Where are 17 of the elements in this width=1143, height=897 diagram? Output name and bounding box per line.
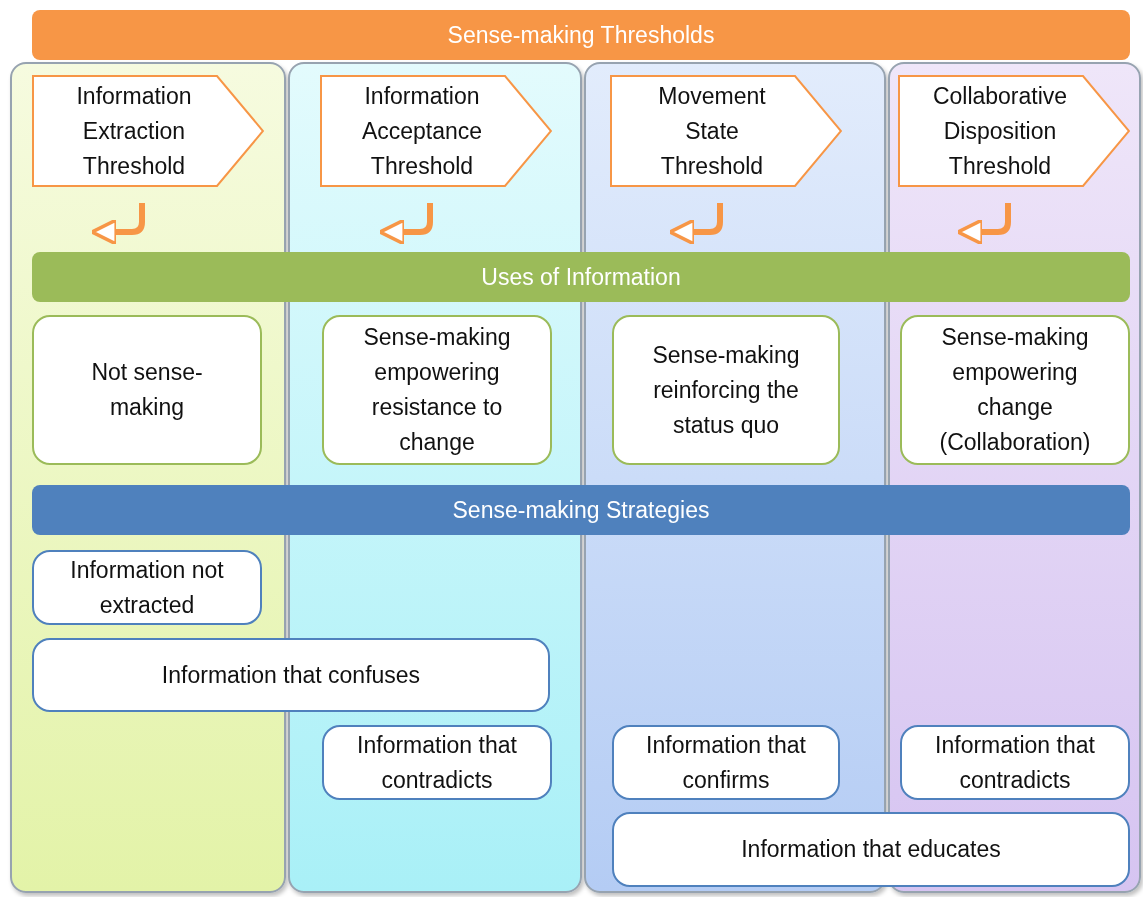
rounded-box: Information that educates	[612, 812, 1130, 887]
rounded-box: Information that contradicts	[322, 725, 552, 800]
header-band: Sense-making Thresholds	[32, 10, 1130, 60]
threshold-chevron: Movement State Threshold	[610, 75, 842, 187]
threshold-chevron: Collaborative Disposition Threshold	[898, 75, 1130, 187]
rounded-box: Information that confirms	[612, 725, 840, 800]
rounded-box: Not sense-making	[32, 315, 262, 465]
header-band: Uses of Information	[32, 252, 1130, 302]
threshold-chevron: Information Acceptance Threshold	[320, 75, 552, 187]
header-band: Sense-making Strategies	[32, 485, 1130, 535]
threshold-chevron: Information Extraction Threshold	[32, 75, 264, 187]
rounded-box: Information not extracted	[32, 550, 262, 625]
rounded-box: Sense-making reinforcing the status quo	[612, 315, 840, 465]
rounded-box: Sense-making empowering resistance to change	[322, 315, 552, 465]
rounded-box: Information that contradicts	[900, 725, 1130, 800]
rounded-box: Information that confuses	[32, 638, 550, 712]
rounded-box: Sense-making empowering change (Collaboration)	[900, 315, 1130, 465]
